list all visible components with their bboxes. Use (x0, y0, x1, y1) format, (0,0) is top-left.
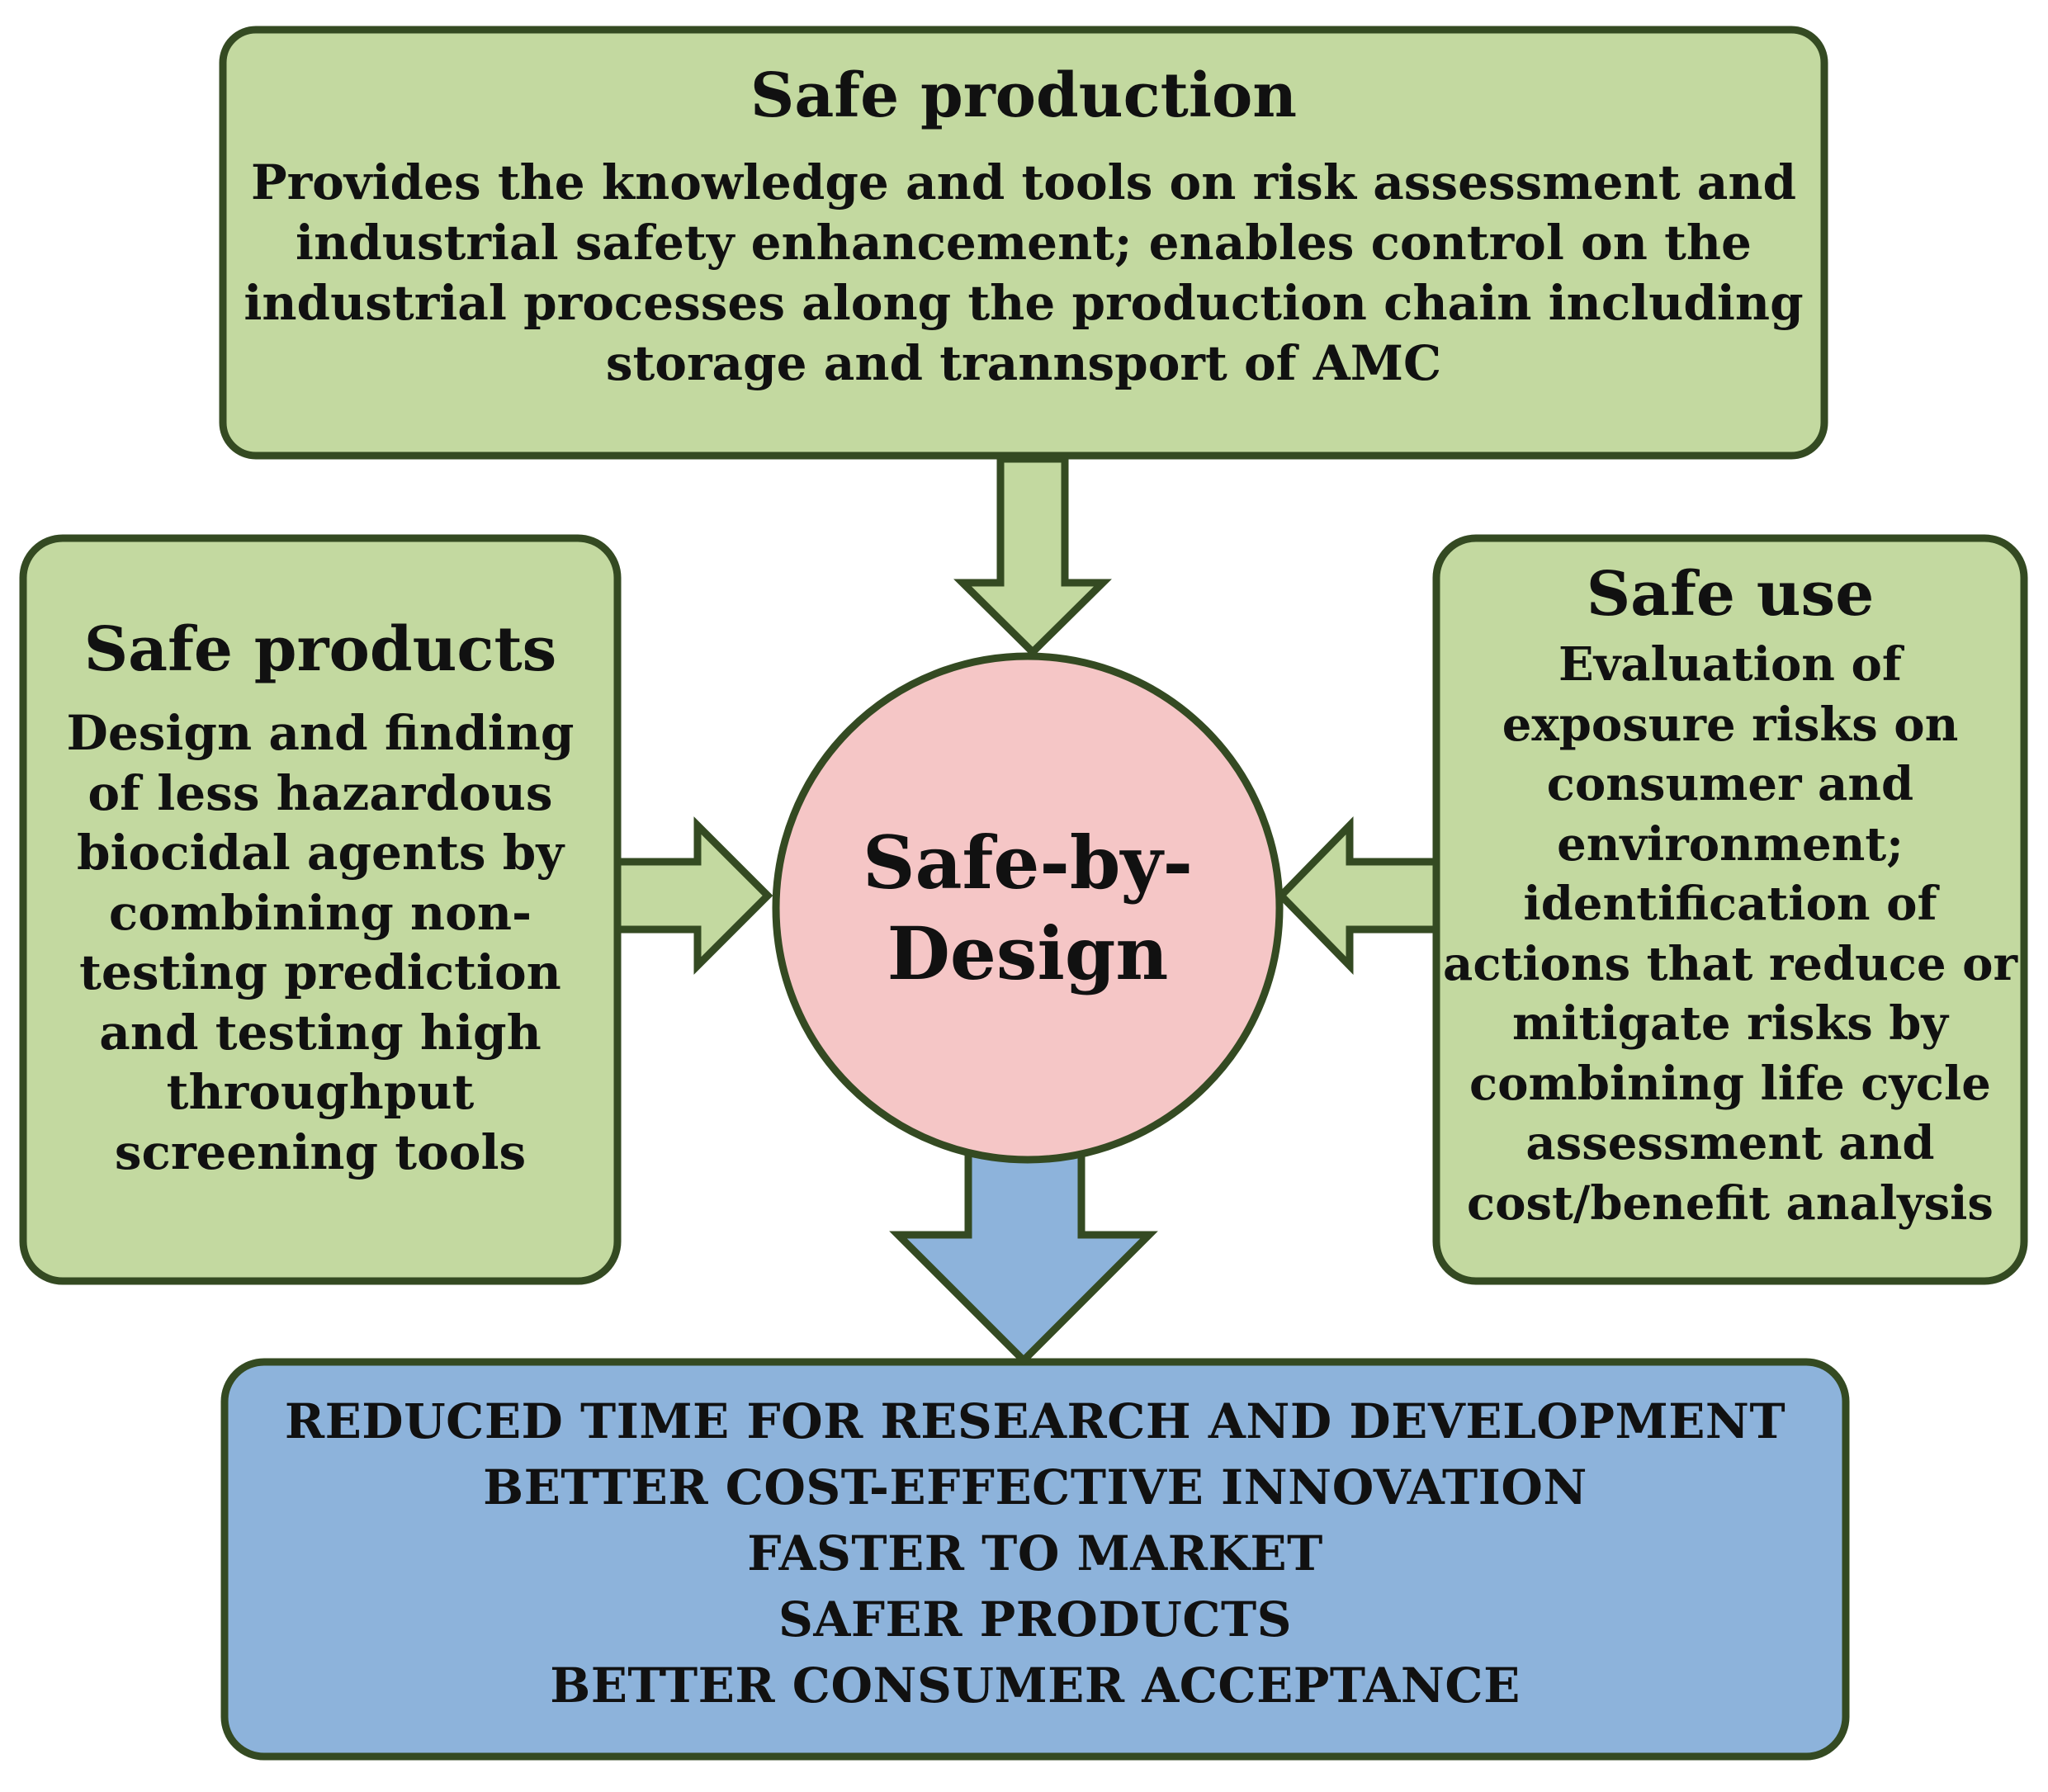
text-line: combining life cycle (1469, 1056, 1991, 1111)
arrow-down-top (953, 455, 1112, 658)
text-line: and testing high (99, 1004, 542, 1061)
safe-products-text: Design and finding of less hazardous bio… (67, 703, 575, 1182)
text-line: consumer and (1546, 757, 1914, 812)
text-line: cost/benefit analysis (1467, 1175, 1994, 1231)
bottom-box-shape (220, 1358, 1850, 1761)
text-line: combining non- (108, 884, 532, 941)
center-label-line-2: Design (887, 910, 1169, 996)
outcome-line: BETTER CONSUMER ACCEPTANCE (550, 1657, 1521, 1714)
text-line: biocidal agents by (76, 825, 565, 882)
center-label-line-1: Safe-by- (862, 820, 1194, 905)
text-line: assessment and (1525, 1116, 1935, 1171)
text-line: mitigate risks by (1512, 996, 1948, 1052)
text-line: testing prediction (79, 944, 561, 1001)
text-line: identification of (1523, 877, 1937, 932)
text-line: throughput (166, 1064, 475, 1121)
text-line: Evaluation of (1558, 637, 1902, 693)
safe-use-box: Safe use Evaluation of exposure risks on… (1436, 538, 2024, 1281)
outcome-line: BETTER COST-EFFECTIVE INNOVATION (483, 1459, 1587, 1515)
safe-products-box: Safe products Design and finding of less… (23, 538, 617, 1281)
safe-by-design-label: Safe-by- Design (772, 652, 1284, 1164)
outcome-line: REDUCED TIME FOR RESEARCH AND DEVELOPMEN… (284, 1393, 1786, 1449)
text-line: Provides the knowledge and tools on risk… (250, 154, 1797, 211)
text-line: storage and trannsport of AMC (605, 335, 1442, 392)
safe-products-title: Safe products (83, 614, 557, 685)
outcomes-text: REDUCED TIME FOR RESEARCH AND DEVELOPMEN… (285, 1388, 1785, 1719)
safe-production-text: Provides the knowledge and tools on risk… (244, 153, 1803, 394)
outcome-line: SAFER PRODUCTS (778, 1591, 1293, 1648)
text-line: Design and finding (66, 705, 575, 762)
text-line: actions that reduce or (1443, 936, 2017, 991)
outcome-line: FASTER TO MARKET (747, 1525, 1323, 1582)
safe-use-title: Safe use (1586, 559, 1875, 630)
arrow-right-left (613, 816, 773, 975)
text-line: screening tools (114, 1123, 527, 1180)
text-line: exposure risks on (1502, 697, 1959, 752)
text-line: environment; (1557, 816, 1904, 872)
center-circle (772, 652, 1284, 1164)
safe-use-text: Evaluation of exposure risks on consumer… (1443, 635, 2017, 1233)
outcomes-box: REDUCED TIME FOR RESEARCH AND DEVELOPMEN… (225, 1362, 1846, 1757)
safe-production-box: Safe production Provides the knowledge a… (223, 30, 1824, 456)
safe-production-title: Safe production (750, 60, 1298, 131)
text-line: industrial safety enhancement; enables c… (296, 215, 1752, 272)
text-line: of less hazardous (88, 764, 553, 821)
arrow-left-right (1275, 816, 1440, 976)
text-line: industrial processes along the productio… (244, 275, 1804, 332)
